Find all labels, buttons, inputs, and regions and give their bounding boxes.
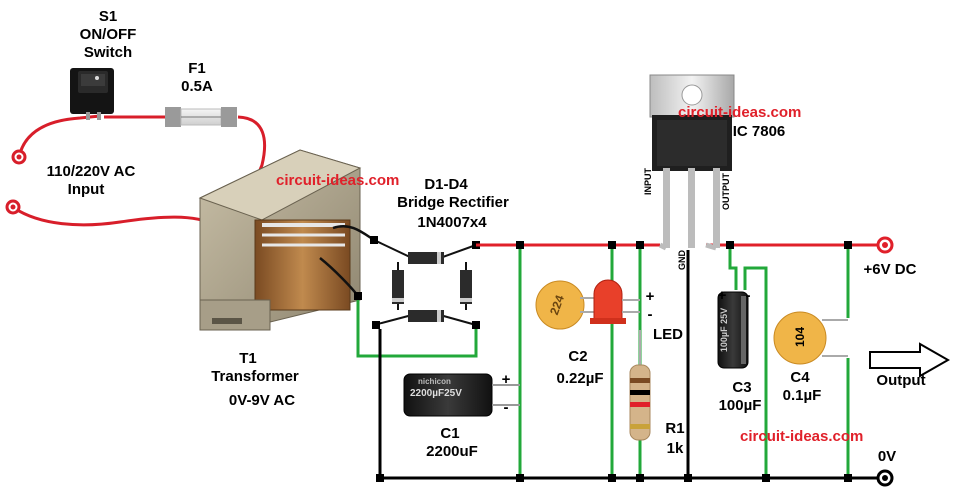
fuse-f1 xyxy=(165,107,237,127)
resistor-r1 xyxy=(629,330,651,441)
output-label: Output xyxy=(876,372,926,389)
output-arrow xyxy=(869,342,951,378)
bridge-ref-label: D1-D4 xyxy=(424,176,468,193)
c1-value-label: 2200uF xyxy=(426,443,478,460)
c1-brand: nichicon xyxy=(418,377,451,386)
c2-ref-label: C2 xyxy=(568,348,588,365)
transformer-t1 xyxy=(198,149,362,331)
c3-value-label: 100µF xyxy=(718,397,762,414)
r1-ref-label: R1 xyxy=(665,420,685,437)
led-plus-label: + xyxy=(645,288,655,305)
c2-value-label: 0.22µF xyxy=(556,370,604,387)
t1-ref-label: T1 xyxy=(239,350,257,367)
bridge-value-label: 1N4007x4 xyxy=(417,214,487,231)
bridge-rectifier xyxy=(354,236,480,329)
ac-input-label: 110/220V AC xyxy=(46,163,136,180)
c3-minus-label: - xyxy=(745,287,751,304)
pin-output-label: OUTPUT xyxy=(721,173,731,210)
c1-ref-label: C1 xyxy=(440,425,460,442)
f1-ref-label: F1 xyxy=(188,60,206,77)
c1-minus-label: - xyxy=(503,399,509,416)
t1-name-label: Transformer xyxy=(211,368,299,385)
c1-plus-label: + xyxy=(501,371,511,388)
s1-type-label: Switch xyxy=(83,44,133,61)
switch-s1 xyxy=(70,68,114,120)
t1-value-label: 0V-9V AC xyxy=(228,392,296,409)
c3-ref-label: C3 xyxy=(732,379,752,396)
capacitor-c3 xyxy=(717,291,749,369)
c4-code: 104 xyxy=(793,326,808,348)
watermark: circuit-ideas.com xyxy=(740,428,864,445)
led xyxy=(590,279,640,324)
ac-input-label-2: Input xyxy=(67,181,105,198)
c1-print: 2200µF25V xyxy=(410,388,462,399)
s1-ref-label: S1 xyxy=(98,8,118,25)
c3-plus-label: + xyxy=(717,287,727,304)
c4-value-label: 0.1µF xyxy=(782,387,822,404)
f1-value-label: 0.5A xyxy=(181,78,213,95)
ic-name-label: IC 7806 xyxy=(732,123,786,140)
ground-output-label: 0V xyxy=(877,448,897,465)
pin-input-label: INPUT xyxy=(643,168,653,195)
c4-ref-label: C4 xyxy=(790,369,810,386)
bridge-name-label: Bridge Rectifier xyxy=(397,194,509,211)
regulator-ic-7806 xyxy=(649,74,735,251)
positive-output-label: +6V DC xyxy=(863,261,917,278)
capacitor-c4 xyxy=(773,311,848,365)
c3-print: 100µF 25V xyxy=(719,307,730,353)
s1-name-label: ON/OFF xyxy=(79,26,137,43)
led-label: LED xyxy=(653,326,683,343)
r1-value-label: 1k xyxy=(666,440,684,457)
ac-wiring xyxy=(13,114,267,227)
capacitor-c1 xyxy=(403,373,520,417)
pin-gnd-label: GND xyxy=(677,250,687,270)
led-minus-label: - xyxy=(647,306,653,323)
watermark: circuit-ideas.com xyxy=(276,172,400,189)
junction-dots xyxy=(376,241,852,482)
watermark: circuit-ideas.com xyxy=(678,104,802,121)
